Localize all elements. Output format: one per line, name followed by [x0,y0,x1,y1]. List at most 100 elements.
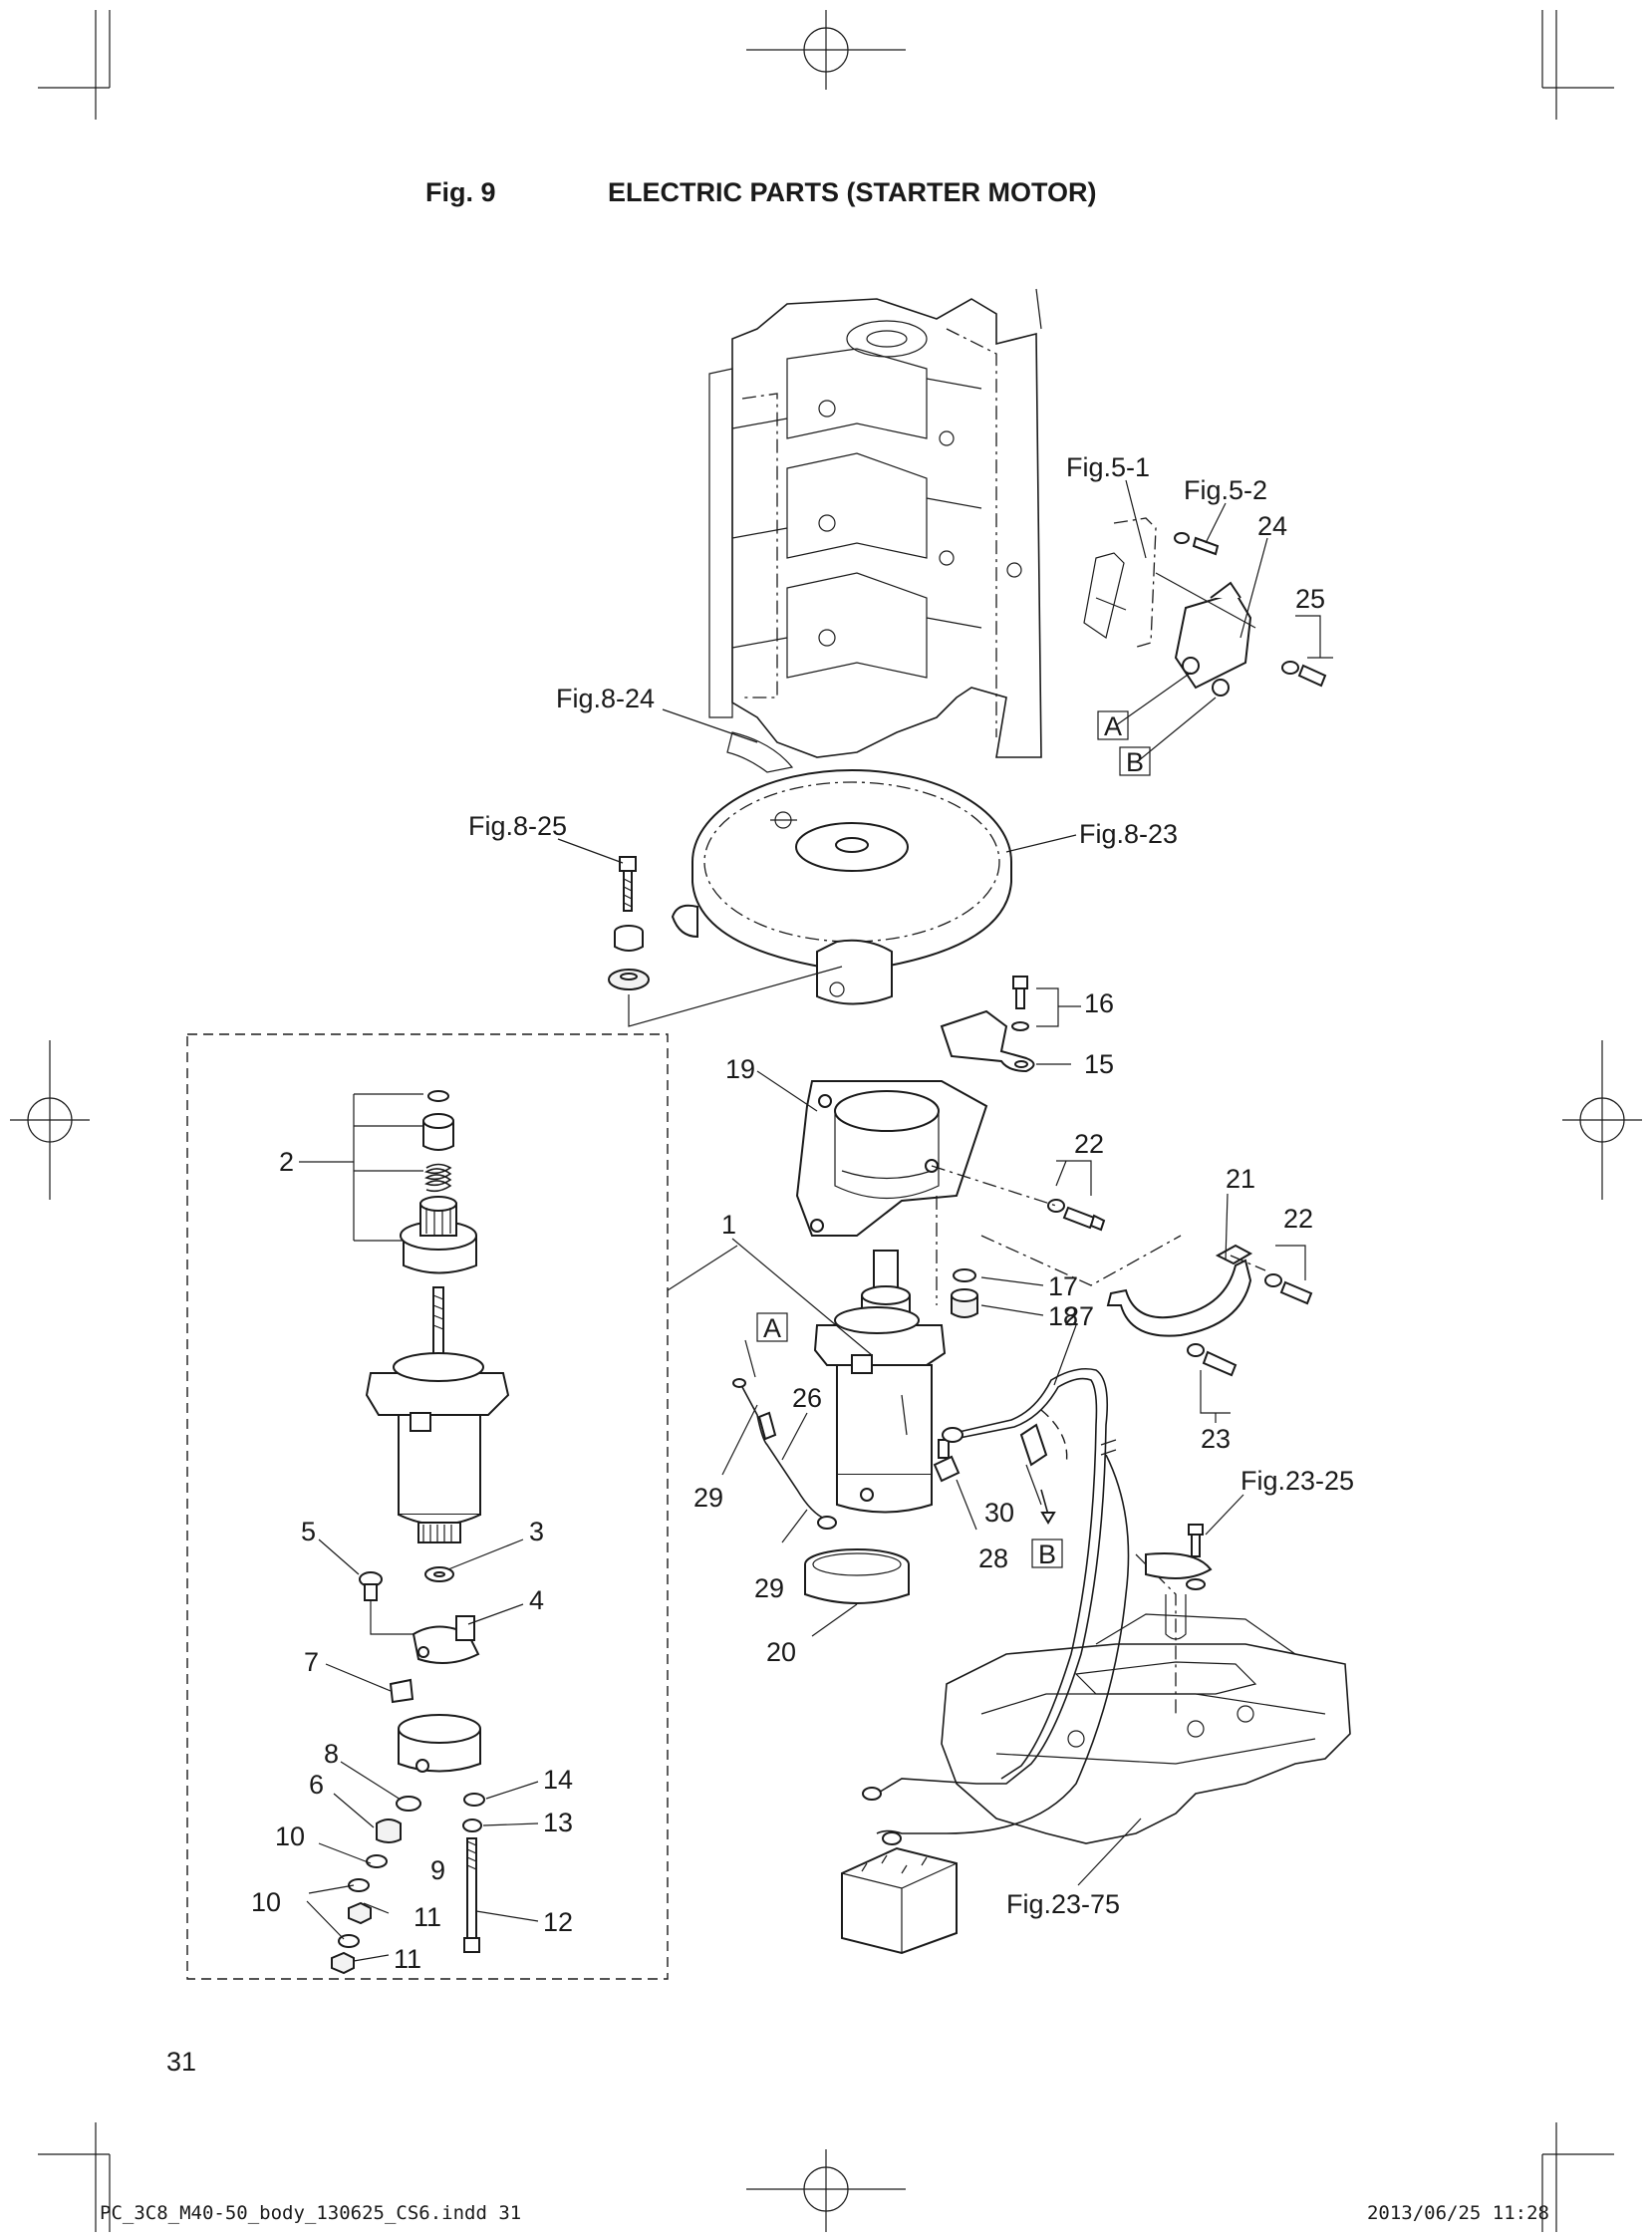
page-number: 31 [166,2047,196,2077]
connector-box-a-upper: A [1097,710,1129,741]
nut-11b-illustration [331,1951,355,1975]
sleeve-20-illustration [804,1548,910,1604]
relay-bolt-illustration [1174,532,1220,556]
washer-10-illustration [348,1878,370,1892]
through-bolt-illustration [463,1837,480,1953]
washer-9-illustration [366,1854,388,1868]
ref-fig23-25: Fig.23-25 [1240,1466,1354,1496]
flywheel-cover-illustration [671,769,1012,1005]
end-cover-illustration [398,1714,481,1773]
starter-motor-installed-illustration [813,1250,947,1514]
flywheel-key-illustration [726,731,794,773]
footer-filename: PC_3C8_M40-50_body_130625_CS6.indd 31 [100,2202,521,2224]
washer-13-illustration [462,1819,482,1832]
callout-22a: 22 [1074,1129,1104,1159]
callout-2: 2 [279,1147,294,1177]
bolt-28-illustration [933,1439,961,1483]
starter-relay-illustration [1155,572,1256,697]
stopper-illustration [422,1113,454,1151]
callout-22b: 22 [1283,1204,1313,1234]
callout-5: 5 [301,1517,316,1546]
battery-cable-27-illustration [862,1367,1130,1845]
battery-illustration [841,1846,958,1955]
washer-8-illustration [396,1796,421,1812]
ref-fig5-2: Fig.5-2 [1184,475,1267,505]
callout-25: 25 [1295,584,1325,614]
callout-29b: 29 [754,1573,784,1603]
callout-11a: 11 [413,1902,441,1932]
relay-bracket-illustration [1083,517,1157,649]
washer-10b-illustration [338,1934,360,1948]
callout-26: 26 [792,1383,822,1413]
relay-washer-bolt-illustration [1281,661,1327,688]
callout-29a: 29 [693,1483,723,1513]
leader-lines [299,479,1333,1962]
callout-10b: 10 [251,1887,281,1917]
figure-number: Fig. 9 [425,177,496,207]
svg-text:B: B [1038,1540,1056,1569]
engine-block-illustration [708,288,1042,758]
svg-text:B: B [1126,747,1144,777]
ref-fig8-24: Fig.8-24 [556,684,655,713]
starter-bracket-illustration [795,1080,988,1305]
callout-4: 4 [529,1585,544,1615]
callout-11b: 11 [394,1944,421,1974]
footer-timestamp: 2013/06/25 11:28 [1367,2202,1549,2224]
callout-3: 3 [529,1517,544,1546]
registration-marks [10,10,1642,2232]
ref-fig5-1: Fig.5-1 [1066,452,1150,482]
pinion-gear-illustration [400,1196,477,1274]
callout-8: 8 [324,1739,339,1769]
ref-fig23-75: Fig.23-75 [1006,1889,1120,1919]
spacer-18-illustration [951,1288,978,1318]
callout-30: 30 [984,1498,1014,1528]
svg-text:A: A [763,1313,781,1343]
terminal-insulator-illustration [376,1819,402,1843]
spring-illustration [424,1163,452,1193]
bolt-22b-illustration [1264,1273,1313,1305]
snap-ring-illustration [427,1090,449,1102]
bolt-illustration [619,856,637,912]
lead-wire-26-illustration [732,1378,837,1530]
callout-16: 16 [1084,988,1114,1018]
callout-23: 23 [1201,1424,1231,1454]
crop-marks [38,10,1614,2232]
band-21-illustration [1106,1244,1253,1337]
callout-7: 7 [304,1647,319,1677]
bottom-cowling-illustration [941,1553,1351,1844]
starter-exploded-box [186,1033,669,1980]
nut-11-illustration [348,1901,372,1925]
ref-fig8-25: Fig.8-25 [468,811,567,841]
callout-18: 18 [1048,1301,1078,1331]
bolt-23-illustration [1187,1343,1238,1377]
spacer-illustration [614,925,644,952]
callout-27: 27 [1064,1301,1094,1331]
bolt-22a-illustration [1047,1199,1106,1232]
bolt-23-25-illustration [1145,1524,1213,1590]
figure-title: ELECTRIC PARTS (STARTER MOTOR) [608,177,1096,207]
brush-plate-illustration [389,1678,414,1704]
washer-17-illustration [953,1268,976,1282]
callout-15: 15 [1084,1049,1114,1079]
plate-15-illustration [940,1009,1035,1073]
washer-3-illustration [424,1566,454,1582]
callout-6: 6 [309,1770,324,1800]
grommet-illustration [608,969,650,990]
bolt-5-illustration [359,1571,383,1601]
callout-24: 24 [1257,511,1287,541]
callout-20: 20 [766,1637,796,1667]
callout-19: 19 [725,1054,755,1084]
callout-10a: 10 [275,1821,305,1851]
brush-holder-illustration [370,1600,480,1664]
part-callouts: 1 2 3 4 5 6 7 8 9 10 10 11 11 12 13 14 1… [251,511,1325,1974]
callout-9: 9 [430,1855,445,1885]
callout-17: 17 [1048,1271,1078,1301]
callout-1: 1 [721,1210,736,1240]
svg-text:A: A [1104,711,1122,741]
callout-12: 12 [543,1907,573,1937]
washer-14-illustration [463,1793,485,1807]
callout-21: 21 [1226,1164,1255,1194]
callout-28: 28 [978,1543,1008,1573]
